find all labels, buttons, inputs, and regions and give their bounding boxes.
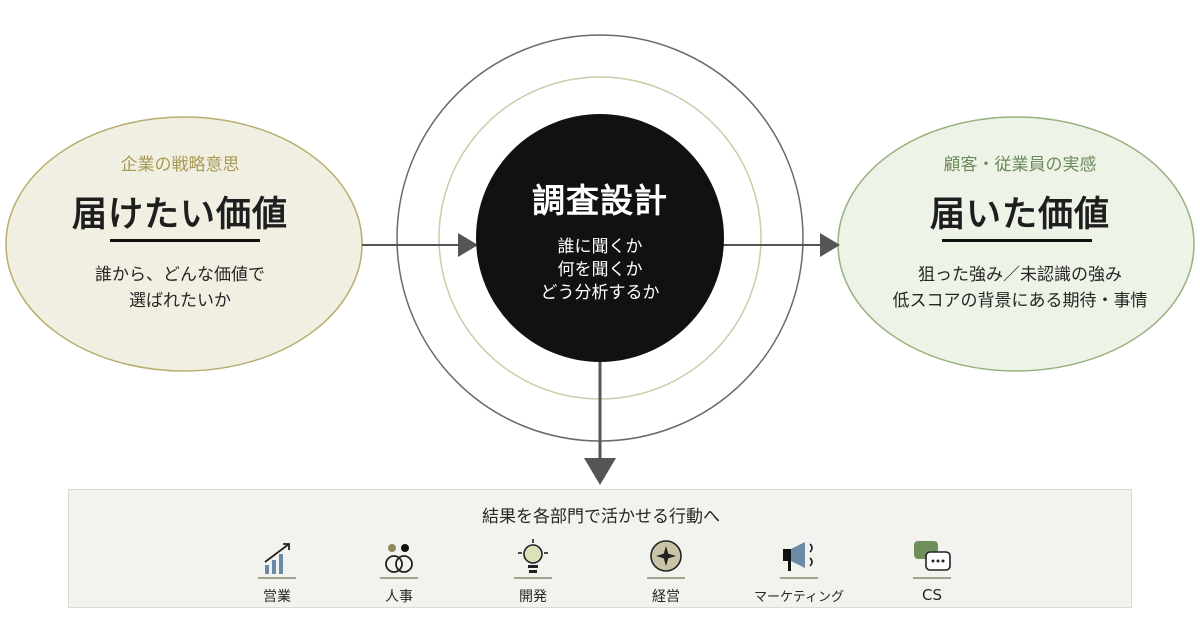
left-desc-line: 選ばれたいか (129, 291, 231, 311)
center-description: 誰に聞くか 何を聞くか どう分析するか (480, 236, 720, 305)
center-title: 調査設計 (532, 181, 668, 220)
department-label: 営業 (263, 589, 291, 605)
department-label: 開発 (519, 589, 547, 605)
lightbulb-icon (518, 539, 548, 573)
department-underline (780, 577, 818, 579)
center-desc-line: 誰に聞くか (557, 237, 643, 257)
arrow-left-to-center (362, 233, 478, 257)
department-underline (380, 577, 418, 579)
left-title-underline (110, 239, 260, 242)
department-label: マーケティング (754, 590, 844, 605)
department-label: CS (922, 586, 942, 604)
left-title: 届けたい価値 (71, 195, 288, 235)
left-subtitle: 企業の戦略意思 (120, 155, 240, 175)
right-title: 届いた価値 (929, 195, 1110, 235)
center-desc-line: 何を聞くか (557, 260, 643, 280)
center-circle (476, 114, 724, 362)
department-underline (913, 577, 951, 579)
chat-bubble-icon (914, 541, 951, 571)
department-underline (514, 577, 552, 579)
left-desc-line: 誰から、どんな価値で (95, 265, 265, 285)
right-desc-line: 低スコアの背景にある期待・事情 (892, 291, 1148, 311)
megaphone-icon (783, 542, 813, 571)
compass-icon (650, 540, 682, 572)
right-subtitle: 顧客・従業員の実感 (943, 155, 1097, 175)
arrow-center-down (584, 360, 616, 485)
right-description: 狙った強み／未認識の強み 低スコアの背景にある期待・事情 (840, 262, 1200, 314)
arrow-center-to-right (722, 233, 840, 257)
department-label: 人事 (385, 589, 413, 605)
right-title-underline (942, 239, 1092, 242)
right-desc-line: 狙った強み／未認識の強み (918, 265, 1122, 285)
department-label: 経営 (652, 589, 680, 605)
center-desc-line: どう分析するか (540, 283, 660, 303)
left-description: 誰から、どんな価値で 選ばれたいか (40, 262, 320, 314)
people-icon (385, 544, 413, 573)
departments-panel: 結果を各部門で活かせる行動へ 営業 人事 (68, 489, 1132, 608)
sales-chart-icon (264, 543, 290, 574)
department-underline (258, 577, 296, 579)
panel-title: 結果を各部門で活かせる行動へ (482, 507, 720, 527)
department-underline (647, 577, 685, 579)
